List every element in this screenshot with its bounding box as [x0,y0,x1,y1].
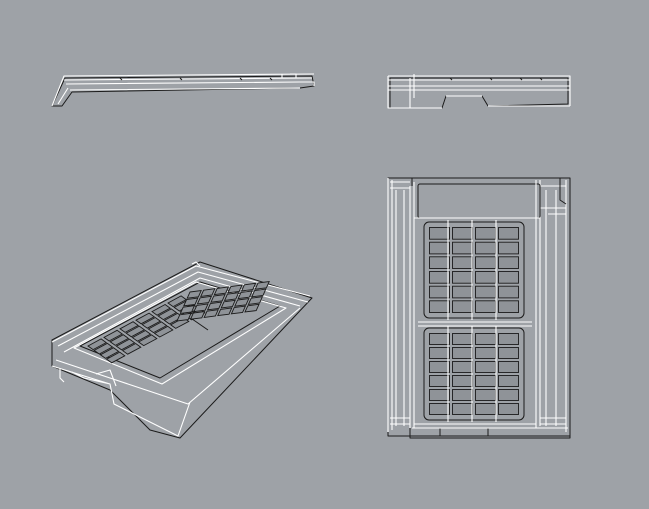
solar-cell [196,295,213,305]
solar-cell [498,227,519,240]
solar-cell [498,347,519,359]
solar-cell [131,329,152,342]
solar-cell [105,351,126,364]
top-cell-grid [429,227,519,415]
solar-cell [429,361,450,373]
solar-cell [151,303,172,316]
solar-cell [135,312,156,325]
solar-cell [137,334,158,347]
solar-cell [247,296,264,305]
solar-cell [498,271,519,284]
solar-cell [475,256,496,269]
solar-cell [498,285,519,299]
solar-cell [206,301,223,311]
solar-cell [498,241,519,255]
solar-cell [220,299,236,309]
solar-cell [452,375,473,387]
solar-cell [429,227,450,240]
solar-cell [475,333,496,345]
perspective-view[interactable] [51,261,313,439]
solar-cell [87,338,108,351]
solar-cell [429,333,450,345]
solar-cell [234,297,250,307]
solar-cell [429,285,450,299]
solar-cell [475,285,496,299]
solar-cell [125,325,146,338]
solar-cell [429,389,450,401]
solar-cell [475,389,496,401]
solar-cell [176,312,192,322]
top-view[interactable] [387,177,571,439]
solar-cell [498,403,519,415]
solar-cell [251,288,267,298]
solar-cell [93,342,114,355]
solar-cell [217,307,233,317]
solar-cell [223,292,240,301]
solar-cell [141,316,162,329]
solar-cell [498,300,519,313]
solar-cell [452,285,473,299]
solar-cell [99,347,120,359]
solar-cell [115,338,136,351]
solar-cell [429,300,450,313]
solar-cell [244,303,260,313]
solar-cell [200,288,216,297]
solar-cell [157,308,178,321]
solar-cell [429,241,450,255]
solar-cell [189,310,206,320]
solar-cell [429,271,450,284]
solar-cell [227,284,243,294]
solar-cell [498,361,519,373]
solar-cell [452,361,473,373]
solar-cell [475,300,496,313]
solar-cell [109,334,130,346]
solar-cell [452,227,473,240]
solar-cell [452,347,473,359]
solar-cell [210,293,226,303]
perspective-cell-grid [87,280,270,364]
solar-cell [240,282,257,292]
solar-cell [452,300,473,313]
solar-cell [475,375,496,387]
solar-cell [429,347,450,359]
solar-cell [452,256,473,269]
solar-cell [475,403,496,415]
solar-cell [121,342,142,355]
solar-cell [237,290,253,300]
solar-cell [213,286,230,296]
solar-cell [429,256,450,269]
solar-cell [475,271,496,284]
solar-cell [147,321,168,334]
solar-cell [475,227,496,240]
solar-cell [153,325,174,338]
solar-cell [452,389,473,401]
solar-cell [103,329,124,342]
solar-cell [119,321,140,333]
right-view[interactable] [387,74,571,109]
front-view[interactable] [51,73,315,107]
solar-cell [475,241,496,255]
solar-cell [475,347,496,359]
solar-cell [452,271,473,284]
solar-cell [429,403,450,415]
solar-cell [498,333,519,345]
solar-cell [203,309,219,318]
solar-cell [475,361,496,373]
solar-cell [452,403,473,415]
solar-cell [498,256,519,269]
solar-cell [254,280,270,290]
solar-cell [193,303,209,313]
solar-cell [498,375,519,387]
solar-cell [183,297,199,307]
solar-cell [452,333,473,345]
solar-cell [452,241,473,255]
solar-cell [429,375,450,387]
solar-cell [230,305,247,315]
solar-cell [186,289,202,299]
solar-cell [179,305,196,314]
solar-cell [498,389,519,401]
